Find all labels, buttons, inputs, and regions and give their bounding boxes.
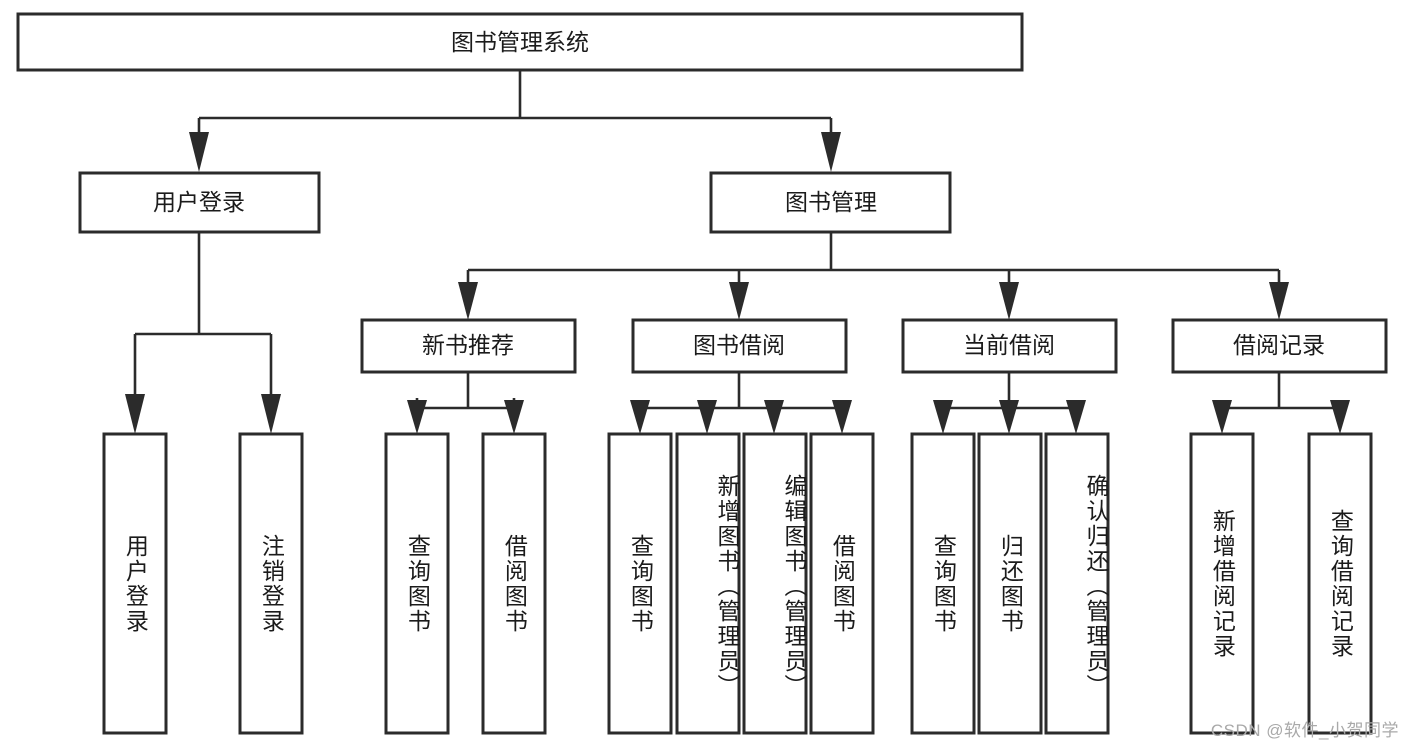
arrow-cb-leaf-3 (1066, 400, 1086, 434)
arrow-to-leaf-user-login (125, 394, 145, 434)
leaf-box-br-add-record[interactable] (1189, 432, 1255, 735)
arrow-nbr-leaf-2 (504, 400, 524, 434)
leaf-box-nbr-borrow-book[interactable] (481, 432, 547, 735)
node-book-manage-box[interactable] (709, 171, 952, 234)
arrow-br-leaf-1 (1212, 400, 1232, 434)
arrow-to-current-borrow (999, 282, 1019, 320)
leaf-box-br-query-record[interactable] (1307, 432, 1373, 735)
arrow-to-borrow-record (1269, 282, 1289, 320)
node-book-borrow-label: 图书借阅 (693, 332, 785, 358)
leaf-box-cb-return-book[interactable] (977, 432, 1043, 735)
node-root-box[interactable] (16, 12, 1024, 72)
node-book-borrow-box[interactable] (631, 318, 848, 374)
node-new-book-recommend-box[interactable] (360, 318, 577, 374)
arrow-to-user-login (189, 132, 209, 172)
arrow-cb-leaf-2 (999, 400, 1019, 434)
leaf-box-logout[interactable] (238, 432, 304, 735)
node-user-login-label: 用户登录 (153, 189, 245, 215)
arrow-to-leaf-logout (261, 394, 281, 434)
arrow-bb-leaf-1 (630, 400, 650, 434)
arrow-to-book-manage (821, 132, 841, 172)
node-current-borrow-box[interactable] (901, 318, 1118, 374)
arrow-br-leaf-2 (1330, 400, 1350, 434)
leaf-box-user-login[interactable] (102, 432, 168, 735)
leaf-box-cb-confirm-return[interactable] (1044, 432, 1110, 735)
arrow-bb-leaf-4 (832, 400, 852, 434)
arrow-bb-leaf-2 (697, 400, 717, 434)
node-book-manage-label: 图书管理 (785, 189, 877, 215)
node-current-borrow-label: 当前借阅 (963, 332, 1055, 358)
node-root-label: 图书管理系统 (451, 29, 589, 55)
node-borrow-record-label: 借阅记录 (1233, 332, 1325, 358)
leaf-box-bb-borrow-book[interactable] (809, 432, 875, 735)
arrow-nbr-leaf-1 (407, 400, 427, 434)
leaf-box-bb-add-book[interactable] (675, 432, 741, 735)
csdn-watermark: CSDN @软件_小贺同学 (1210, 721, 1399, 740)
node-new-book-recommend-label: 新书推荐 (422, 332, 514, 358)
arrow-cb-leaf-1 (933, 400, 953, 434)
leaf-box-nbr-query-book[interactable] (384, 432, 450, 735)
leaf-box-cb-query-book[interactable] (910, 432, 976, 735)
leaf-box-bb-edit-book[interactable] (742, 432, 808, 735)
arrow-to-book-borrow (729, 282, 749, 320)
node-borrow-record-box[interactable] (1171, 318, 1388, 374)
leaf-box-bb-query-book[interactable] (607, 432, 673, 735)
arrow-to-new-book-recommend (458, 282, 478, 320)
arrow-bb-leaf-3 (764, 400, 784, 434)
